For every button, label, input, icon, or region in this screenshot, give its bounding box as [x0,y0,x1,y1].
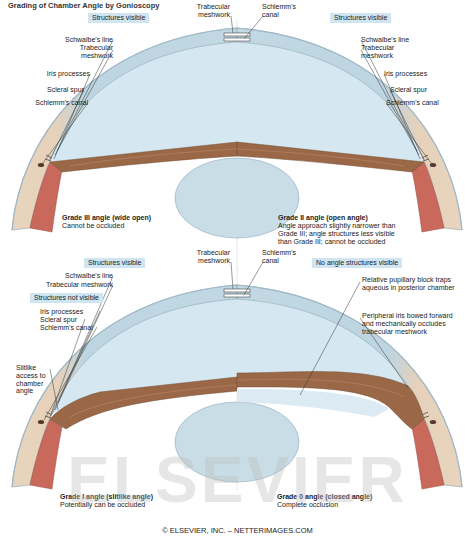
lens [175,402,237,482]
leader-line [55,285,113,410]
grade-caption: Grade II angle (open angle) [278,214,428,222]
grade-caption: Grade I angle (slitlike angle) [60,493,210,501]
structure-box: Structures not visible [30,293,103,303]
figure-title: Grading of Chamber Angle by Gonioscopy [8,1,159,10]
iris [50,377,237,429]
leader-line [42,103,88,164]
structure-label: Schlemm's canal [262,249,297,265]
leader-line [50,369,58,410]
grade-note: Angle approach slightly narrower than Gr… [278,222,406,245]
structure-label: Iris processes [384,70,454,78]
leader-line [231,262,233,289]
gonio-bar [224,294,250,297]
leader-line [386,103,432,164]
cornea-sclera [237,285,462,489]
box-text: Structures visible [88,259,141,267]
leader-line [361,40,417,151]
grade-note: Potentially can be occluded [60,501,210,509]
lens [237,402,299,482]
structure-label: Schlemm's canal [10,99,88,107]
structure-box: Structures visible [330,13,391,23]
leader-line [231,16,233,33]
structure-label: Trabecular meshwork [30,281,113,289]
structure-label: Trabecular meshwork [73,44,113,60]
structure-box: Structures visible [84,258,145,268]
iris-texture [237,379,404,397]
iris-texture [70,385,237,417]
credit-line: © ELSEVIER, INC. – NETTERIMAGES.COM [0,527,475,535]
callout-note: Peripheral iris bowed forward and mechan… [362,312,462,335]
grade-zero-eye [175,285,462,489]
grade-caption: Grade 0 angle (closed angle) [277,493,427,501]
structure-label: Schlemm's canal [262,3,297,19]
grade-caption: Grade III angle (wide open) [62,214,212,222]
box-text: Structures not visible [34,294,99,302]
leader-line [300,282,360,395]
box-text: Structures visible [92,14,145,22]
structure-label: Trabecular meshwork [190,3,230,19]
grade-two-eye [175,28,462,238]
structure-label: Schwalbe's line [45,272,113,280]
structure-label: Schlemm's canal [40,324,110,332]
structure-label: Schlemm's canal [386,99,464,107]
leader-line [244,16,263,39]
structure-box: Structures visible [88,13,149,23]
gonio-bar [224,38,250,41]
structure-label: Trabecular meshwork [361,44,401,60]
structure-label: Schwalbe's line [361,36,431,44]
structure-label: Scleral spur [40,316,110,324]
leader-line [244,262,263,295]
leader-line [44,327,97,420]
cornea-sclera [12,285,237,489]
structure-box: No angle structures visible [312,258,402,268]
grade-note: Cannot be occluded [62,222,212,230]
box-text: No angle structures visible [316,259,398,267]
leader-lines [42,16,432,420]
structure-label: Scleral spur [390,86,460,94]
structure-label: Iris processes [20,70,90,78]
structure-label: Slitlike access to chamber angle [16,364,56,395]
structure-label: Scleral spur [14,86,84,94]
callout-note: Relative pupillary block traps aqueous i… [362,276,462,292]
watermark: ELSEVIER [0,448,475,512]
gonio-bar [224,33,250,36]
leader-line [50,319,85,417]
structure-label: Trabecular meshwork [190,249,230,265]
box-text: Structures visible [334,14,387,22]
structure-label: Schwalbe's line [45,36,113,44]
iris [237,372,424,429]
leader-line [57,40,113,151]
structure-label: Iris processes [40,308,110,316]
grade-note: Complete occlusion [277,501,427,509]
